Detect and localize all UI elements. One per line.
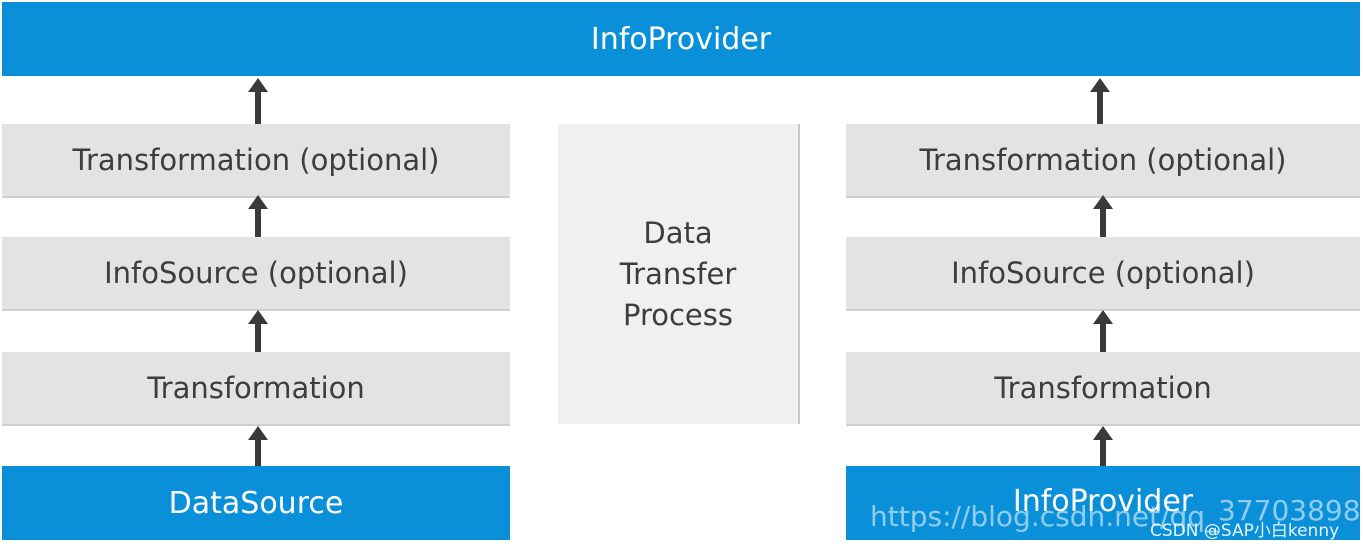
right-infosource-optional-label: InfoSource (optional) <box>951 256 1255 290</box>
watermark-credit: CSDN @SAP小白kenny <box>1150 521 1340 541</box>
target-infoprovider-box: InfoProvider <box>2 2 1360 76</box>
right-transformation-label: Transformation <box>994 371 1212 405</box>
arrow-up-icon <box>1090 78 1110 124</box>
left-transformation-label: Transformation <box>147 371 365 405</box>
arrow-up-icon <box>248 195 268 237</box>
arrow-up-icon <box>248 78 268 124</box>
target-infoprovider-label: InfoProvider <box>590 21 772 57</box>
watermark-url: https://blog.csdn.net/qq_ <box>870 500 1220 533</box>
source-infoprovider-box: InfoProvider <box>846 466 1360 540</box>
dtp-line-1: Data <box>643 215 713 250</box>
right-transformation-box: Transformation <box>846 352 1360 426</box>
source-infoprovider-label: InfoProvider <box>1012 484 1194 519</box>
arrow-up-icon <box>248 310 268 352</box>
data-transfer-process-box: Data Transfer Process <box>558 124 800 424</box>
left-transformation-box: Transformation <box>2 352 510 426</box>
arrow-up-icon <box>248 426 268 466</box>
dtp-line-3: Process <box>622 297 733 332</box>
datasource-label: DataSource <box>168 485 344 521</box>
right-transformation-optional-box: Transformation (optional) <box>846 124 1360 198</box>
arrow-up-icon <box>1093 426 1113 466</box>
datasource-box: DataSource <box>2 466 510 540</box>
right-transformation-optional-label: Transformation (optional) <box>919 143 1287 177</box>
arrow-up-icon <box>1093 195 1113 237</box>
left-infosource-optional-label: InfoSource (optional) <box>104 256 408 290</box>
right-infosource-optional-box: InfoSource (optional) <box>846 237 1360 311</box>
left-infosource-optional-box: InfoSource (optional) <box>2 237 510 311</box>
left-transformation-optional-box: Transformation (optional) <box>2 124 510 198</box>
dtp-line-2: Transfer <box>619 256 737 291</box>
left-transformation-optional-label: Transformation (optional) <box>72 143 440 177</box>
arrow-up-icon <box>1093 310 1113 352</box>
watermark-number: 37703898 <box>1218 494 1361 527</box>
